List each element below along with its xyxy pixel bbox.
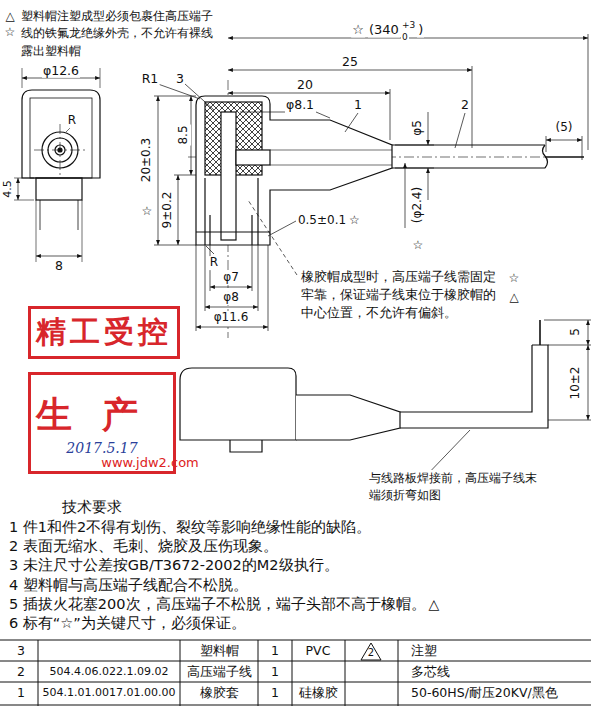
dimension-label: 20±0.3 (140, 137, 154, 183)
table-cell: PVC (305, 644, 332, 658)
table-cell: 高压端子线 (186, 665, 253, 679)
table-cell: 橡胶套 (199, 686, 240, 700)
table-cell: 1 (270, 665, 280, 679)
table-cell: 504.1.01.0017.01.00.00 (42, 687, 177, 700)
table-cell: 1 (270, 644, 280, 658)
dimension-label: 5 插拔火花塞200次，高压端子不松脱，端子头部不高于橡帽。 (8, 596, 427, 613)
dimension-label: ☆ (4, 26, 17, 40)
dimension-label: 6 标有“☆”为关键尺寸，必须保证。 (8, 615, 247, 632)
dimension-label: 2 (460, 98, 470, 112)
bent-cable-view (180, 320, 548, 452)
dimension-label: R (209, 256, 219, 270)
dimension-label: (φ2.4) (411, 186, 425, 224)
stamp-text: 生产 (36, 391, 168, 440)
dimension-label: 技术要求 (61, 499, 123, 516)
table-cell: 3 (16, 644, 26, 658)
dimension-label: ☆ (351, 23, 365, 38)
dimension-label: 0 (401, 32, 409, 42)
dimension-label: 2 表面无缩水、毛刺、烧胶及压伤现象。 (8, 538, 279, 555)
table-cell: 1 (16, 686, 26, 700)
dimension-label: 10±2 (569, 366, 583, 401)
dimension-label: R (67, 114, 77, 128)
table-cell: 硅橡胶 (298, 686, 339, 700)
dimension-label: φ11.6 (213, 311, 250, 325)
parts-table (0, 640, 591, 706)
dimension-label: 25 (341, 55, 359, 69)
dimension-label: www.jdw2.com (100, 456, 200, 471)
dimension-lines (18, 34, 591, 420)
dimension-label: 3 未注尺寸公差按GB/T3672-2002的M2级执行。 (8, 557, 340, 574)
table-cell: 2 (16, 665, 26, 679)
stamp-box: 精工受控 (28, 306, 180, 359)
dimension-label: △ (508, 291, 519, 305)
note-text: 橡胶帽成型时，高压端子线需固定牢靠，保证端子线束位于橡胶帽的中心位置，不允许有偏… (300, 268, 507, 322)
dimension-label: 4.5 (2, 179, 15, 199)
dimension-label: φ7 (222, 271, 240, 285)
dimension-label: ☆ (412, 239, 425, 253)
stamp-text: 2017.5.17 (66, 440, 137, 456)
table-cell: 注塑 (410, 644, 438, 658)
stamp-text: 精工受控 (36, 312, 172, 353)
dimension-label: 8 (54, 259, 64, 273)
section-view (196, 96, 584, 245)
table-cell: 504.4.06.022.1.09.02 (49, 666, 170, 679)
dimension-label: 4 塑料帽与高压端子线配合不松脱。 (8, 577, 249, 594)
dimension-label: 3 (175, 72, 185, 86)
note-text: 塑料帽注塑成型必须包裹住高压端子线的铁氟龙绝缘外壳，不允许有裸线露出塑料帽 (20, 8, 222, 60)
dimension-label: +3 (401, 20, 416, 30)
dimension-label: 1 件1和件2不得有划伤、裂纹等影响绝缘性能的缺陷。 (8, 519, 372, 536)
dimension-label: (5) (555, 121, 574, 135)
center-lines (34, 80, 545, 338)
dimension-label: ☆ (508, 272, 521, 286)
dimension-label: △ (428, 596, 441, 612)
note-text: 与线路板焊接前，高压端子线末端须折弯如图 (368, 470, 538, 505)
end-view (14, 68, 100, 262)
dimension-label: φ12.6 (42, 64, 80, 78)
table-cell: 1 (270, 686, 280, 700)
dimension-label: ☆ (348, 214, 361, 228)
table-cell: 多芯线 (410, 665, 451, 679)
table-cell: 50-60HS/耐压20KV/黑色 (410, 686, 559, 700)
dimension-label: 8.5 (177, 124, 191, 145)
dimension-label: R1 (141, 72, 160, 86)
dimension-label: ) (417, 23, 424, 38)
dimension-label: △ (4, 10, 15, 24)
dimension-label: 0.5±0.1 (297, 214, 347, 228)
dimension-label: φ8.1 (285, 98, 315, 112)
dimension-label: ☆ (141, 205, 154, 219)
table-cell: 塑料帽 (199, 644, 240, 658)
dimension-label: 20 (296, 78, 314, 92)
dimension-label: 9±0.2 (161, 191, 175, 230)
table-cell: 2 (367, 647, 375, 659)
dimension-label: 1 (353, 98, 363, 112)
dimension-label: 5 (569, 327, 583, 337)
dimension-label: φ5 (411, 119, 425, 137)
dimension-label: φ8 (222, 291, 240, 305)
dimension-label: (340 (368, 23, 400, 38)
